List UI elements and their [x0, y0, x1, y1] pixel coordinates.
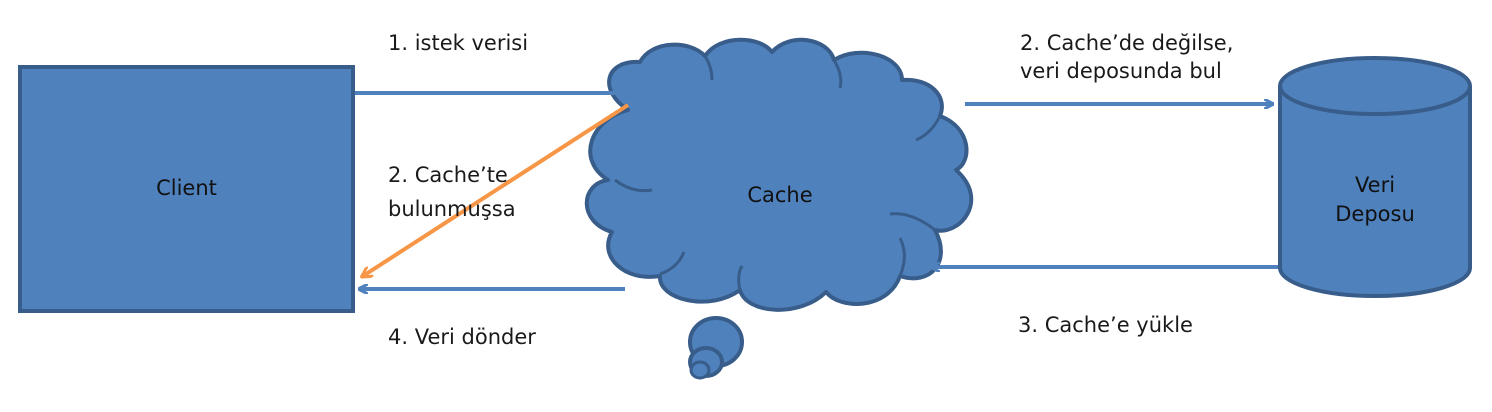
edge-label-return: 4. Veri dönder: [388, 325, 536, 349]
data-store-label-line1: Veri: [1354, 173, 1396, 197]
edge-label-found-line1: 2. Cache’te: [388, 163, 508, 187]
client-label: Client: [156, 176, 217, 200]
edge-label-request: 1. istek verisi: [388, 31, 529, 55]
edge-label-not-found-line1: 2. Cache’de değilse,: [1020, 31, 1234, 55]
data-store-label-line2: Deposu: [1335, 202, 1415, 226]
edge-label-not-found-line2: veri deposunda bul: [1020, 59, 1222, 83]
cache-cloud: [584, 37, 974, 380]
arrow-found: [363, 103, 630, 276]
data-store-cylinder: [1278, 56, 1472, 298]
cache-label: Cache: [747, 183, 813, 207]
client-box: [18, 65, 355, 313]
edge-label-found-line2: bulunmuşsa: [388, 197, 516, 221]
edge-label-load: 3. Cache’e yükle: [1018, 313, 1193, 337]
